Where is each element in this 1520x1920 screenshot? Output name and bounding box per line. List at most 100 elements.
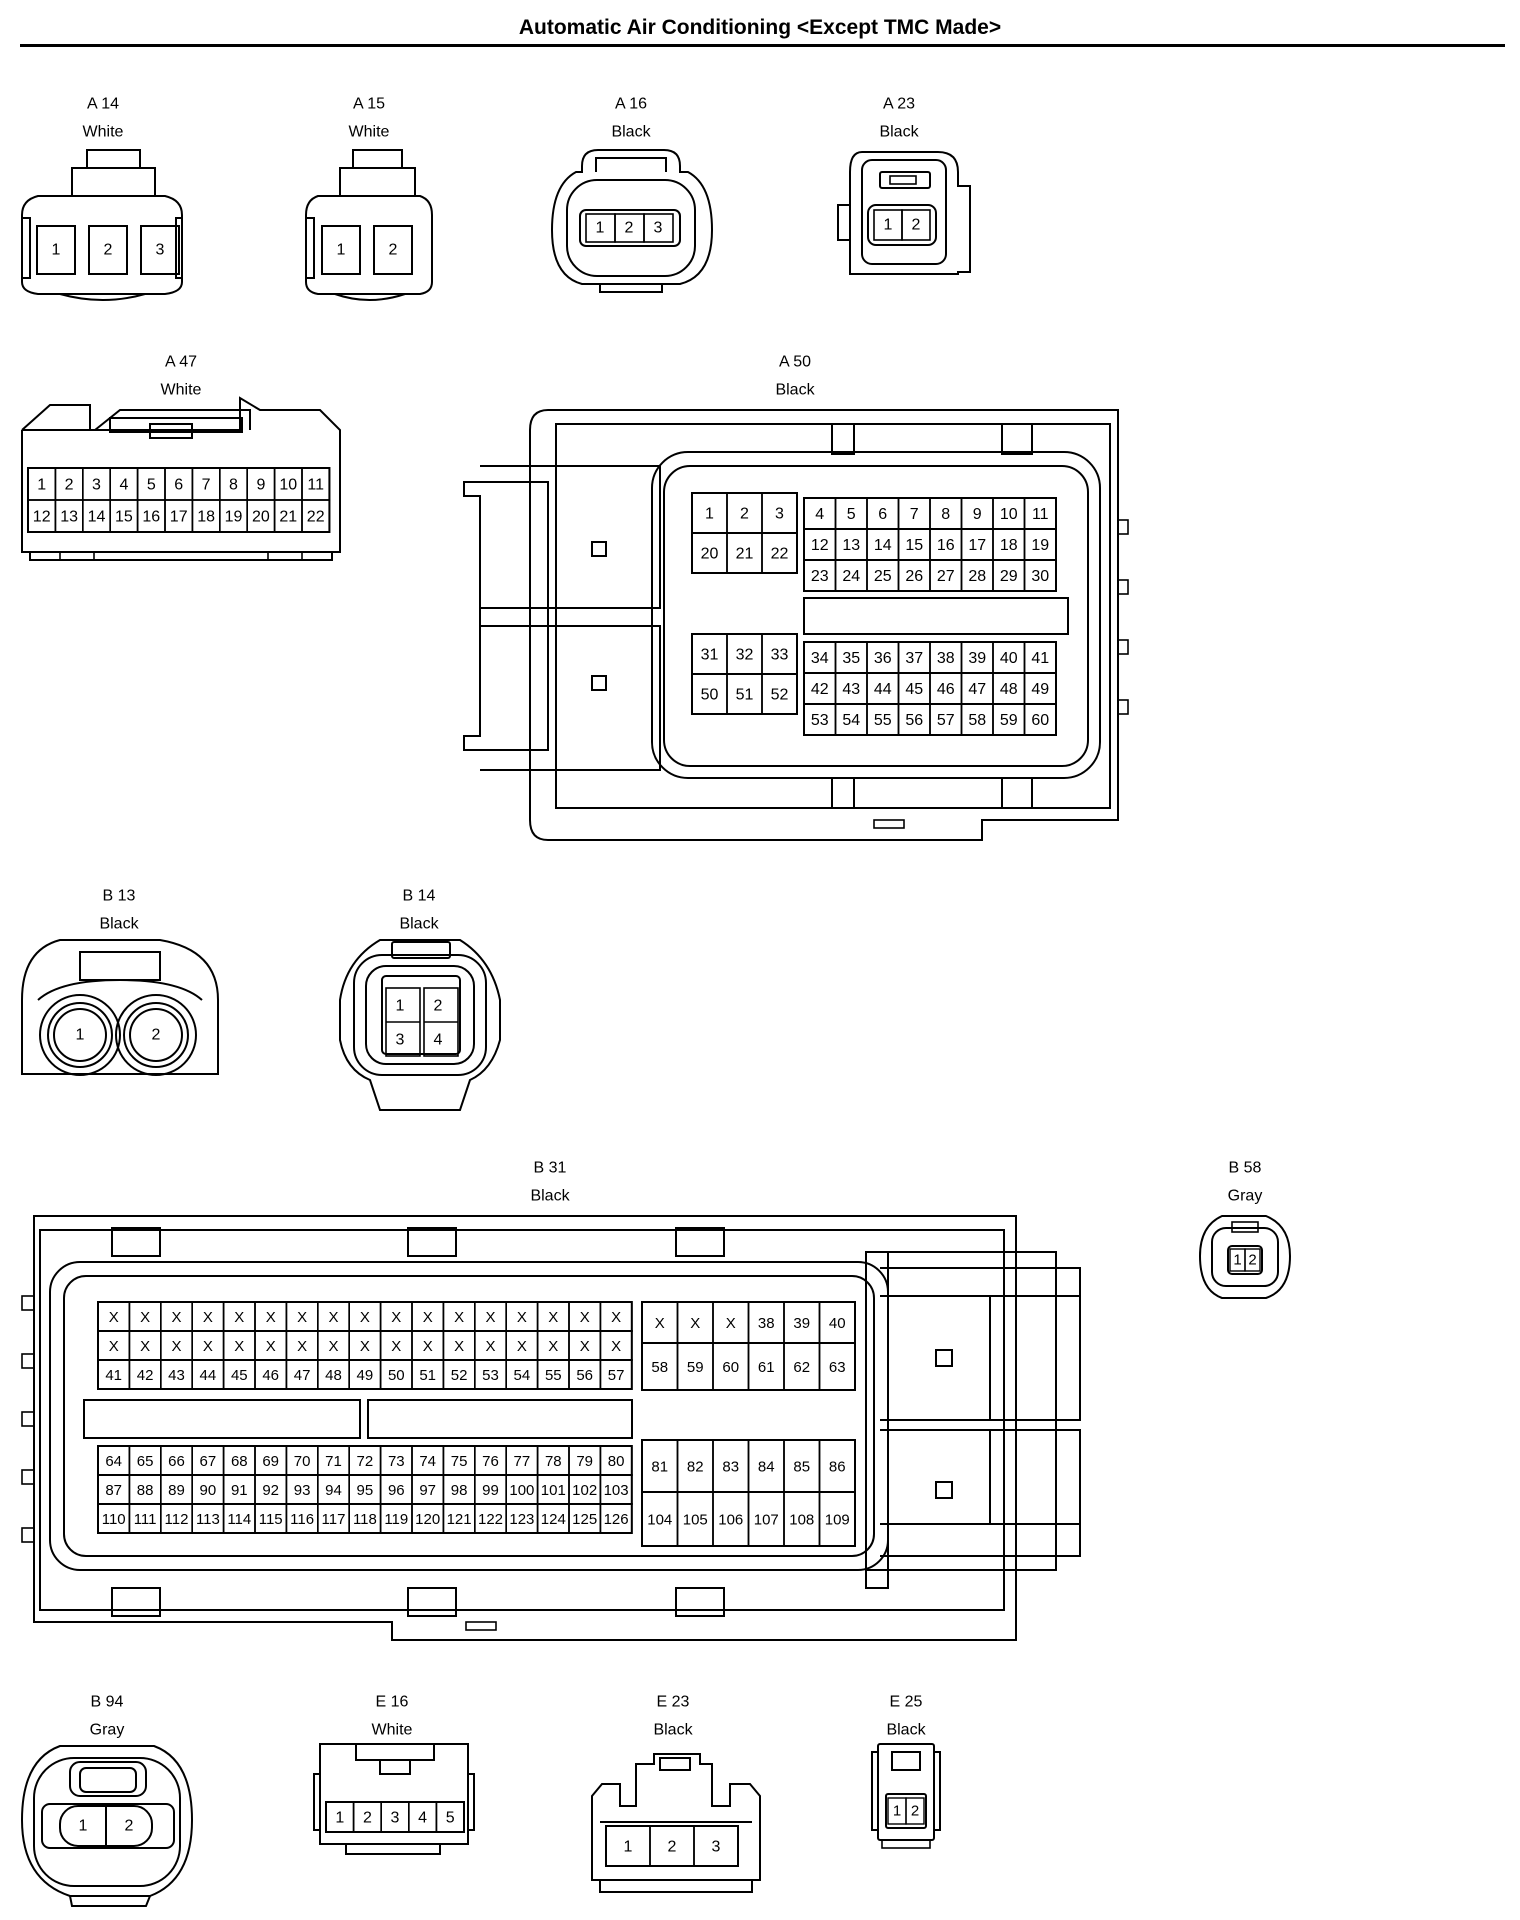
pin-cell: 1 xyxy=(76,1027,85,1044)
pin-cell: 108 xyxy=(789,1512,814,1529)
pin-cell: 1 xyxy=(37,477,46,494)
pin-cell: 43 xyxy=(842,681,860,698)
pin-cell: 2 xyxy=(434,998,443,1015)
pin-cell: 3 xyxy=(712,1839,721,1856)
pin-cell: 20 xyxy=(252,509,270,526)
pin-cell: X xyxy=(234,1338,244,1355)
pin-cell: 68 xyxy=(231,1453,248,1470)
pin-cell: 100 xyxy=(509,1482,534,1499)
pin-cell: 53 xyxy=(811,712,829,729)
connector-color: White xyxy=(349,124,390,141)
connector-color: Black xyxy=(399,916,439,933)
pin-cell: 25 xyxy=(874,568,892,585)
connector-color: Black xyxy=(879,124,919,141)
connector-id: A 47 xyxy=(165,354,197,371)
connector-color: Black xyxy=(530,1188,570,1205)
pin-cell: 9 xyxy=(973,506,982,523)
pin-cell: 118 xyxy=(353,1511,377,1528)
pin-cell: X xyxy=(485,1338,495,1355)
pin-cell: 9 xyxy=(256,477,265,494)
pin-cell: X xyxy=(655,1315,665,1332)
pin-cell: 2 xyxy=(912,217,921,234)
pin-cell: 103 xyxy=(604,1482,629,1499)
pin-cell: 55 xyxy=(545,1367,562,1384)
pin-cell: X xyxy=(391,1338,401,1355)
pin-cell: 94 xyxy=(325,1482,342,1499)
pin-cell: 61 xyxy=(758,1359,775,1376)
pin-cell: X xyxy=(360,1309,370,1326)
pin-cell: 3 xyxy=(156,242,165,259)
pin-cell: X xyxy=(266,1309,276,1326)
pin-cell: 3 xyxy=(92,477,101,494)
pin-cell: 70 xyxy=(294,1453,311,1470)
pin-cell: 14 xyxy=(88,509,106,526)
pin-cell: 38 xyxy=(758,1315,775,1332)
pin-cell: 117 xyxy=(322,1511,346,1528)
pin-cell: 79 xyxy=(576,1453,593,1470)
pin-cell: 77 xyxy=(514,1453,531,1470)
pin-cell: 23 xyxy=(811,568,829,585)
pin-cell: X xyxy=(203,1309,213,1326)
pin-cell: 7 xyxy=(910,506,919,523)
pin-cell: 88 xyxy=(137,1482,154,1499)
pin-cell: 74 xyxy=(419,1453,436,1470)
pin-cell: 2 xyxy=(104,242,113,259)
pin-cell: 50 xyxy=(388,1367,405,1384)
pin-cell: 60 xyxy=(1031,712,1049,729)
pin-cell: 19 xyxy=(1031,537,1049,554)
pin-cell: 38 xyxy=(937,650,955,667)
pin-cell: 2 xyxy=(152,1027,161,1044)
pin-cell: 107 xyxy=(754,1512,779,1529)
pin-cell: 2 xyxy=(1248,1252,1256,1269)
pin-cell: 73 xyxy=(388,1453,405,1470)
pin-cell: 59 xyxy=(687,1359,704,1376)
pin-cell: 65 xyxy=(137,1453,154,1470)
pin-cell: 15 xyxy=(905,537,923,554)
pin-cell: 50 xyxy=(701,687,719,704)
pin-cell: X xyxy=(517,1338,527,1355)
pin-cell: 119 xyxy=(384,1511,408,1528)
pin-cell: X xyxy=(266,1338,276,1355)
pin-cell: 36 xyxy=(874,650,892,667)
pin-cell: 1 xyxy=(705,506,714,523)
pin-cell: 78 xyxy=(545,1453,562,1470)
pin-cell: X xyxy=(171,1309,181,1326)
connector-id: B 14 xyxy=(403,888,436,905)
connector-id: E 16 xyxy=(376,1694,409,1711)
pin-cell: 72 xyxy=(357,1453,374,1470)
pin-cell: 13 xyxy=(60,509,78,526)
pin-cell: 34 xyxy=(811,650,829,667)
connector-id: B 58 xyxy=(1229,1160,1262,1177)
pin-cell: 43 xyxy=(168,1367,185,1384)
pin-cell: 124 xyxy=(541,1511,566,1528)
pin-cell: 87 xyxy=(105,1482,122,1499)
pin-cell: 15 xyxy=(115,509,133,526)
pin-cell: 51 xyxy=(419,1367,436,1384)
pin-cell: 8 xyxy=(941,506,950,523)
pin-cell: 27 xyxy=(937,568,955,585)
pin-cell: X xyxy=(580,1338,590,1355)
pin-cell: 12 xyxy=(33,509,51,526)
pin-cell: 6 xyxy=(174,477,183,494)
pin-cell: 2 xyxy=(740,506,749,523)
connector-id: E 25 xyxy=(890,1694,923,1711)
pin-cell: 48 xyxy=(325,1367,342,1384)
connector-id: A 15 xyxy=(353,96,385,113)
pin-cell: 95 xyxy=(357,1482,374,1499)
pin-cell: 112 xyxy=(165,1511,189,1528)
pin-cell: 91 xyxy=(231,1482,248,1499)
pin-cell: 1 xyxy=(624,1839,633,1856)
pin-cell: 3 xyxy=(654,220,663,237)
pin-cell: X xyxy=(517,1309,527,1326)
pin-cell: 16 xyxy=(937,537,955,554)
pin-cell: 4 xyxy=(434,1032,443,1049)
pin-cell: 51 xyxy=(736,687,754,704)
pin-cell: 116 xyxy=(290,1511,314,1528)
pin-cell: 89 xyxy=(168,1482,185,1499)
pin-cell: 3 xyxy=(391,1810,400,1827)
